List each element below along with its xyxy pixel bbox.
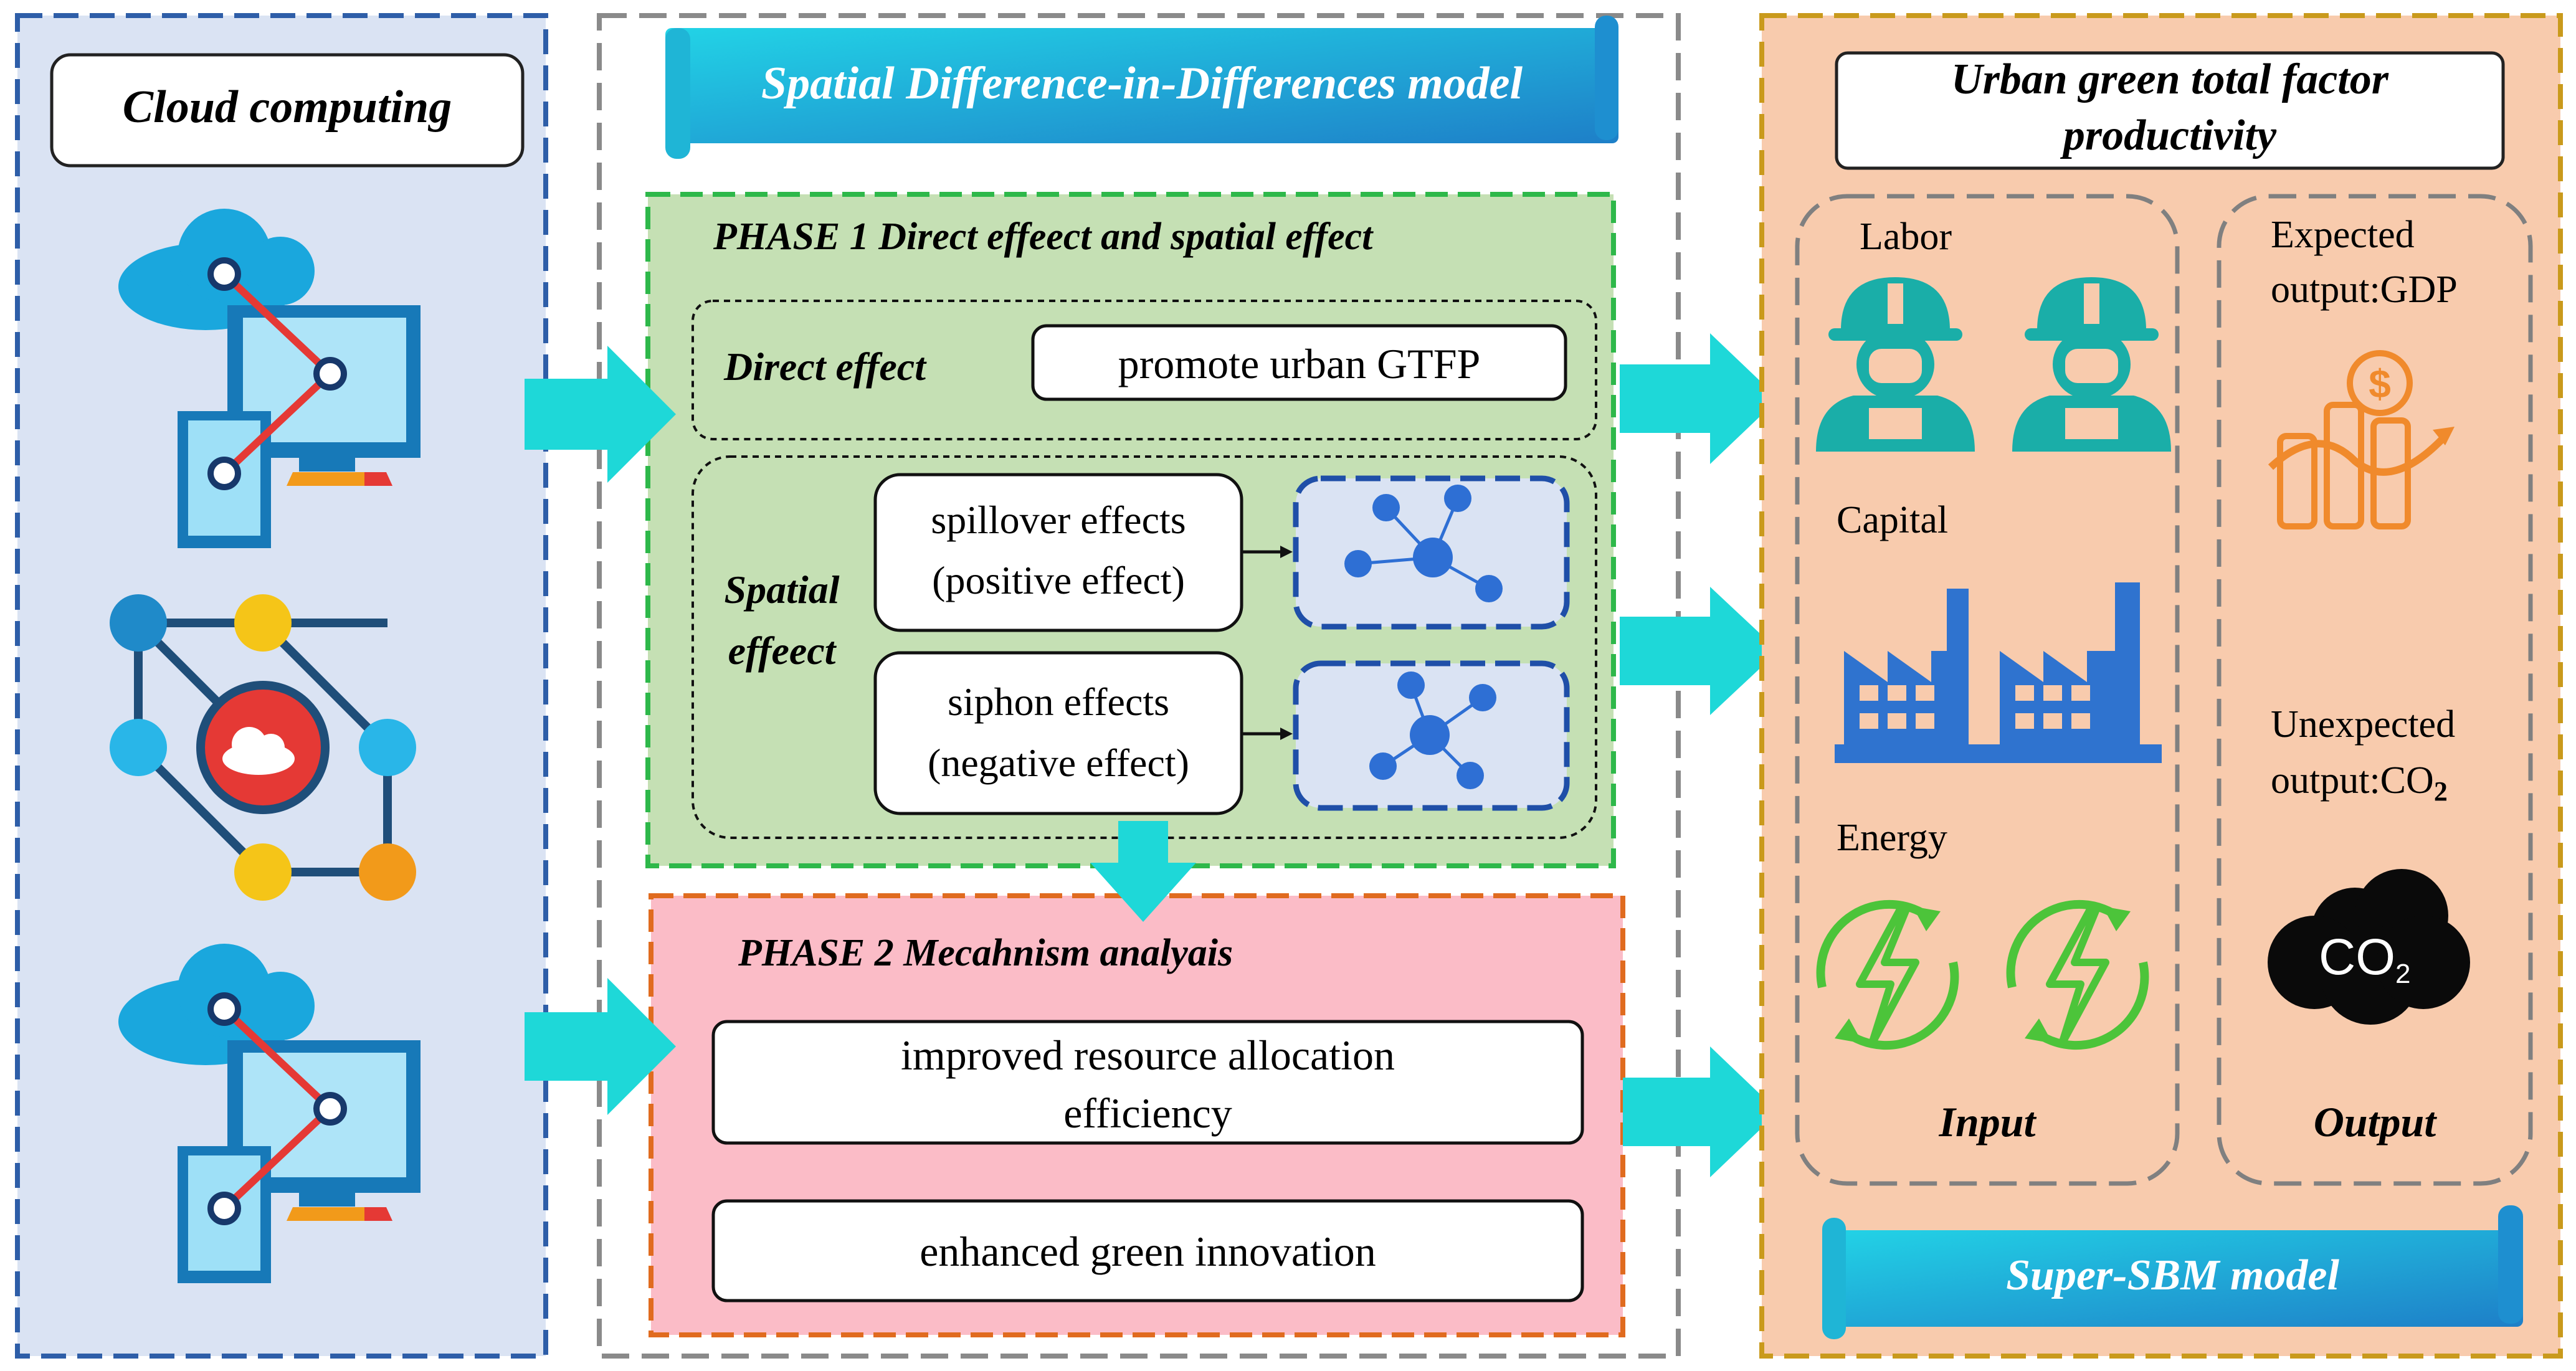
arrow-phase2-to-energy — [1623, 1046, 1779, 1177]
input-label: Input — [1939, 1098, 2036, 1146]
energy-label: Energy — [1837, 817, 1947, 859]
gdp-growth-icon: $ — [2268, 350, 2455, 529]
middle-banner — [665, 16, 1618, 159]
siphon-network-icon — [1293, 660, 1570, 811]
phase2-box — [649, 893, 1625, 1337]
arrow-cloud-to-phase2 — [525, 978, 676, 1115]
arrow-phase1-to-capital — [1620, 587, 1779, 715]
factory-icon — [1990, 582, 2162, 763]
resource-allocation-line1: improved resource allocation — [900, 1032, 1395, 1079]
phase1-title: PHASE 1 Direct effeect and spatial effec… — [713, 216, 1373, 258]
co2-cloud-text: CO2 — [2319, 929, 2411, 989]
svg-text:$: $ — [2369, 361, 2391, 406]
spillover-network-icon — [1293, 475, 1570, 630]
energy-icon — [1816, 899, 1959, 1050]
siphon-effects-line2: (negative effect) — [928, 741, 1189, 785]
right-banner — [1822, 1205, 2523, 1339]
worker-icon — [2012, 277, 2171, 452]
output-label: Output — [2313, 1098, 2436, 1146]
right-title-line1: Urban green total factor — [1951, 55, 2388, 103]
cloud-devices-icon — [118, 944, 421, 1283]
right-title-line2: productivity — [2063, 111, 2277, 159]
spillover-effects-line2: (positive effect) — [932, 558, 1185, 602]
resource-allocation-line2: efficiency — [1063, 1089, 1232, 1137]
green-innovation-item: enhanced green innovation — [920, 1228, 1376, 1275]
spatial-effect-label-line2: effeect — [728, 629, 836, 673]
phase-transition-arrow — [1090, 821, 1196, 922]
factory-icon — [1835, 589, 1990, 763]
expected-output-line2: output:GDP — [2271, 268, 2458, 311]
cloud-devices-icon — [118, 209, 421, 548]
direct-effect-box: promote urban GTFP — [1118, 340, 1481, 387]
expected-output-line1: Expected — [2271, 214, 2415, 256]
capital-label: Capital — [1837, 499, 1949, 541]
arrow-phase1-to-labor — [1620, 333, 1779, 464]
labor-label: Labor — [1860, 216, 1952, 258]
middle-banner-title: Spatial Difference-in-Differences model — [761, 58, 1523, 109]
worker-icon — [1816, 277, 1975, 452]
middle-panel — [597, 13, 1681, 1359]
arrow-cloud-to-phase1 — [525, 346, 676, 483]
siphon-effects-line1: siphon effects — [947, 680, 1170, 724]
co2-cloud-icon — [2268, 869, 2470, 1025]
right-banner-title: Super-SBM model — [2006, 1251, 2339, 1299]
phase2-title: PHASE 2 Mecahnism analyais — [738, 932, 1233, 974]
cloud-computing-title: Cloud computing — [122, 82, 452, 133]
energy-icon — [2006, 899, 2149, 1050]
direct-effect-label: Direct effect — [724, 344, 926, 389]
unexpected-output-line1: Unexpected — [2271, 703, 2456, 746]
cloud-network-icon — [110, 594, 416, 901]
spatial-effect-label-line1: Spatial — [724, 567, 840, 612]
spillover-effects-line1: spillover effects — [931, 498, 1186, 542]
unexpected-output-line2: output:CO2 — [2271, 759, 2448, 807]
